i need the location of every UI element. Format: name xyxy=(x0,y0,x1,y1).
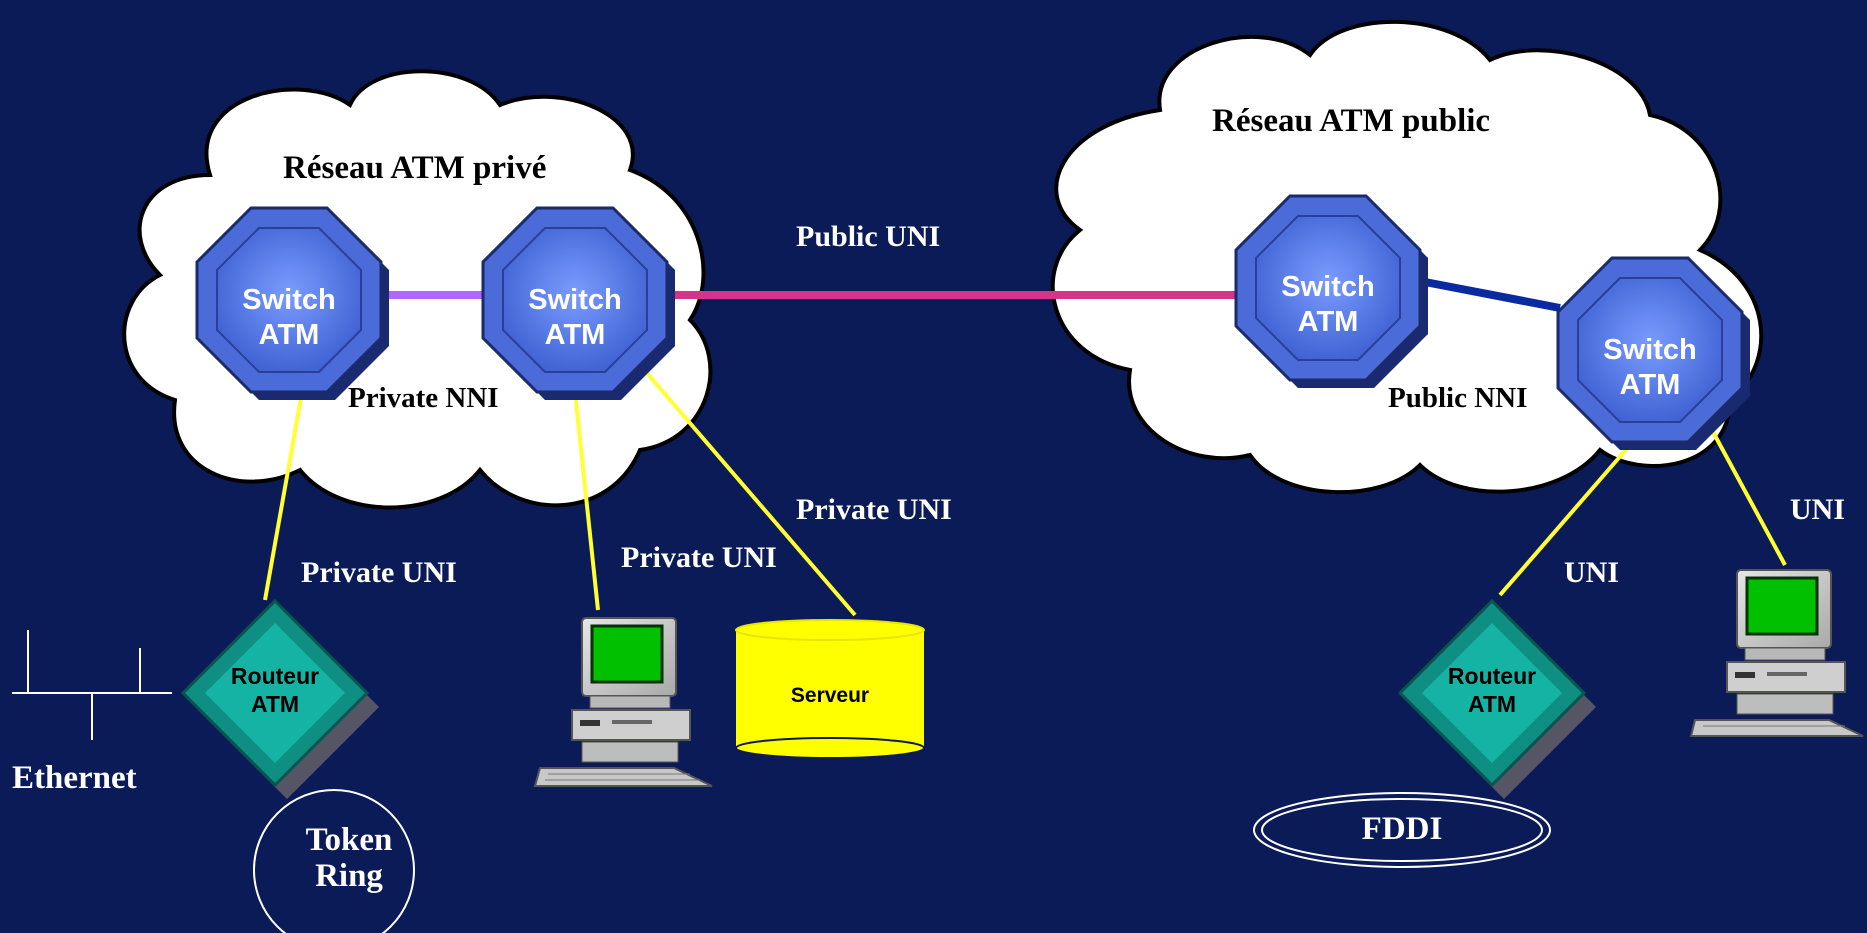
private-nni-label: Private NNI xyxy=(348,382,499,414)
private-uni-server-label: Private UNI xyxy=(796,493,952,526)
private-uni-pc-link xyxy=(573,391,600,611)
uni-router-link xyxy=(1498,443,1632,597)
uni-pc-link xyxy=(1710,429,1787,566)
private-cloud-title: Réseau ATM privé xyxy=(283,150,547,186)
ethernet-label: Ethernet xyxy=(12,760,137,796)
computer-private[interactable] xyxy=(533,617,713,787)
links xyxy=(263,278,1787,617)
fddi-label: FDDI xyxy=(1361,811,1443,847)
switch-atm-2[interactable] xyxy=(481,206,675,400)
public-cloud-title: Réseau ATM public xyxy=(1212,103,1491,139)
router-atm-private[interactable] xyxy=(180,598,379,799)
public-nni-link xyxy=(1424,278,1561,312)
fddi-ring xyxy=(1253,792,1551,868)
ethernet-bus xyxy=(12,630,172,740)
uni-pc-label: UNI xyxy=(1790,493,1846,526)
token-ring xyxy=(253,789,415,933)
server-cylinder[interactable] xyxy=(735,619,925,759)
switch-atm-3[interactable] xyxy=(1234,194,1428,388)
private-uni-router-label: Private UNI xyxy=(301,556,457,589)
private-uni-router-link xyxy=(263,391,304,601)
server-label: Serveur xyxy=(790,684,870,707)
public-nni-label: Public NNI xyxy=(1388,382,1528,414)
switch-atm-4[interactable] xyxy=(1556,256,1750,450)
router-atm-public[interactable] xyxy=(1397,598,1596,799)
switch-atm-1[interactable] xyxy=(195,206,389,400)
computer-public[interactable] xyxy=(1689,569,1864,737)
private-uni-pc-label: Private UNI xyxy=(621,541,777,574)
uni-router-label: UNI xyxy=(1564,556,1620,589)
private-uni-server-link xyxy=(638,363,857,617)
public-uni-label: Public UNI xyxy=(796,220,941,253)
